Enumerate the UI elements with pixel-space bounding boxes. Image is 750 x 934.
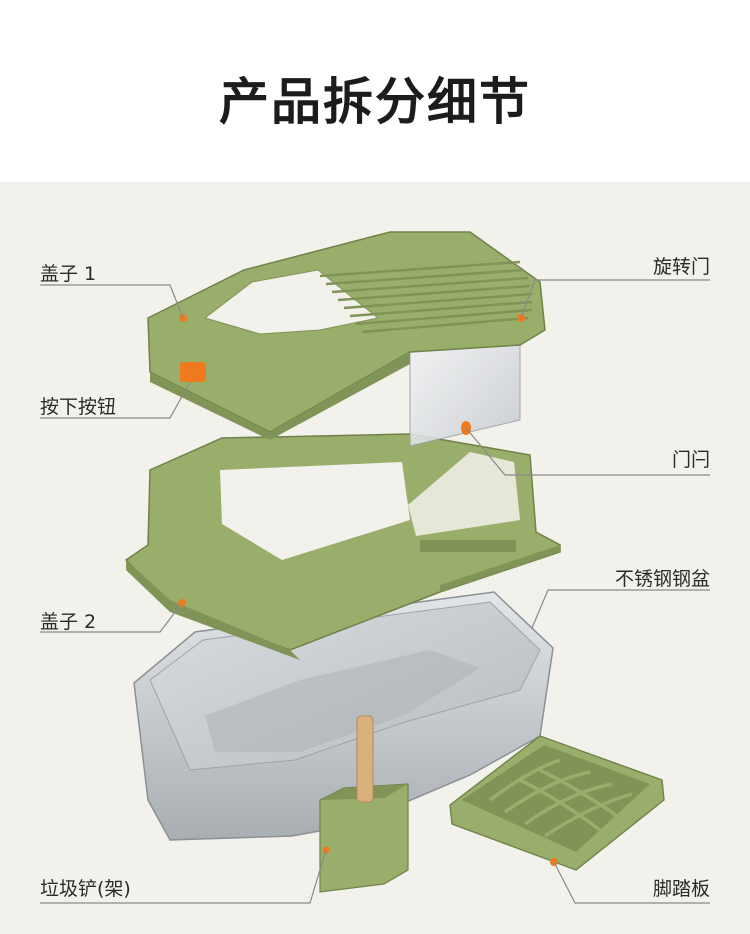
- product-scene: 盖子 1 按下按钮 盖子 2 垃圾铲(架) 旋转门 门闩 不锈钢钢盆 脚踏板: [0, 182, 750, 934]
- scoop-holder: [319, 715, 409, 893]
- pedal: [449, 735, 665, 871]
- label-steel-basin: 不锈钢钢盆: [614, 568, 710, 590]
- lid-1: [147, 231, 546, 440]
- label-rotating-door: 旋转门: [652, 256, 710, 278]
- press-button-shape: [180, 362, 206, 382]
- label-pedal: 脚踏板: [652, 878, 710, 900]
- steel-basin: [133, 591, 554, 841]
- label-press-button: 按下按钮: [40, 396, 117, 418]
- lid-grooves: [319, 260, 533, 334]
- label-lid-2: 盖子 2: [40, 611, 97, 633]
- product-illustration: [40, 231, 710, 904]
- label-scoop: 垃圾铲(架): [40, 878, 131, 900]
- page-title: 产品拆分细节: [219, 73, 531, 131]
- label-door-latch: 门闩: [671, 449, 710, 471]
- header: 产品拆分细节: [0, 0, 750, 182]
- label-lid-1: 盖子 1: [40, 263, 97, 285]
- leader-lines: [40, 279, 710, 904]
- lid-2: [124, 433, 561, 660]
